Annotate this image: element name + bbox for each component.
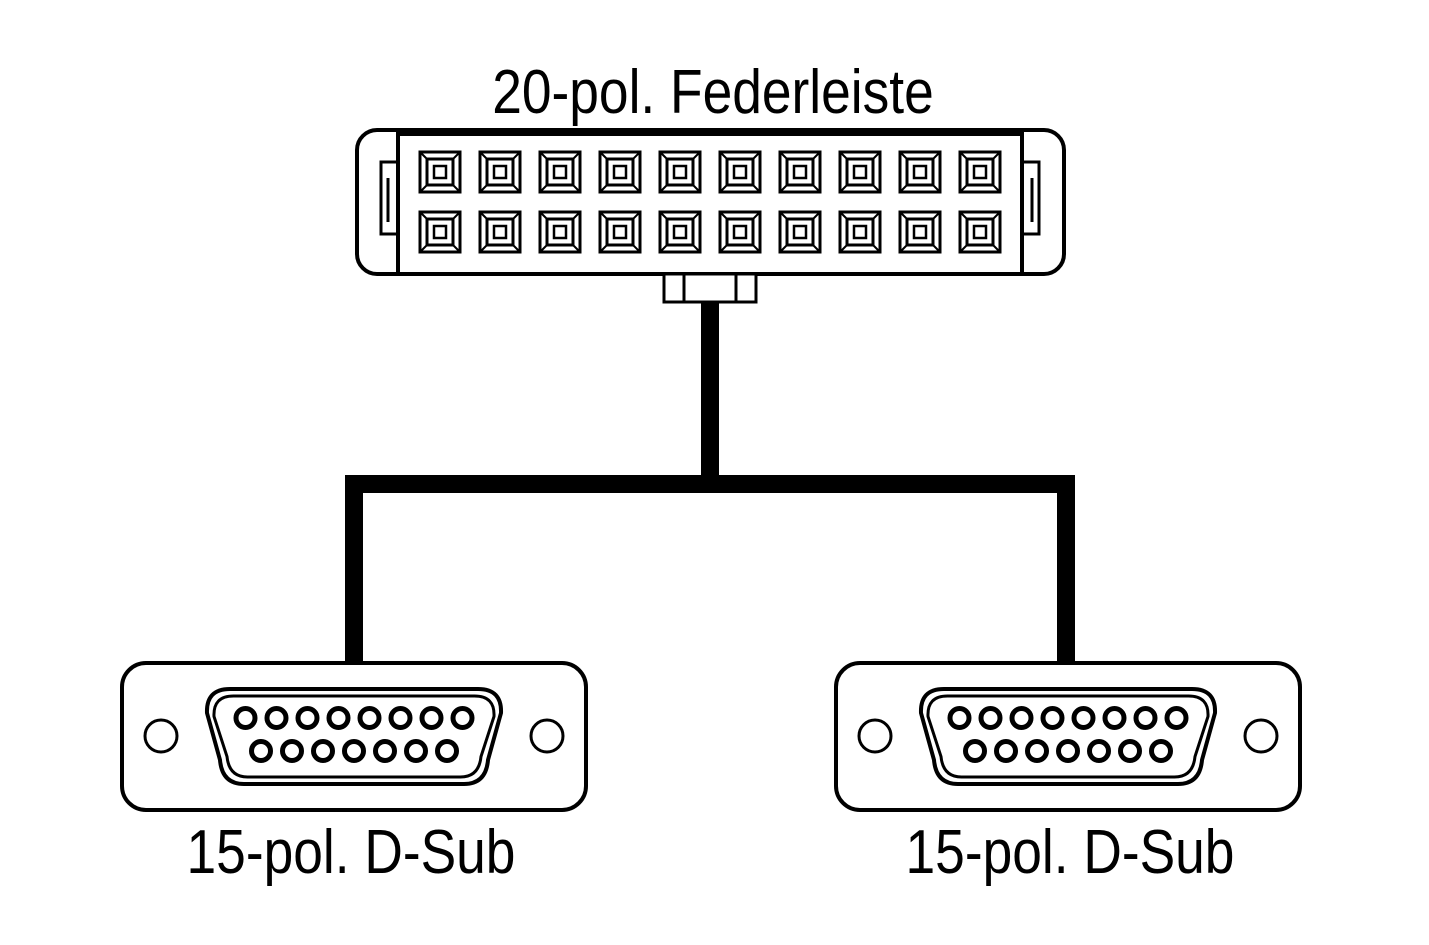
- dsub-pin: [1087, 739, 1111, 763]
- dsub-pin: [947, 706, 972, 730]
- dsub-pin: [373, 739, 397, 763]
- dsub-pin: [1009, 706, 1034, 730]
- header-pin: [958, 210, 1002, 254]
- dsub-pin: [264, 706, 289, 730]
- dsub-pin: [233, 706, 258, 730]
- header-pin: [478, 150, 522, 194]
- mounting-hole: [529, 718, 565, 754]
- dsub-pin: [388, 706, 413, 730]
- header-pin: [598, 210, 642, 254]
- header-pin: [898, 210, 942, 254]
- dsub-connector-right: [834, 661, 1302, 812]
- dsub-shell-outer: [204, 687, 504, 786]
- header-pin: [658, 210, 702, 254]
- dsub-pin: [1025, 739, 1049, 763]
- header-pin: [838, 150, 882, 194]
- dsub-pin: [326, 706, 351, 730]
- dsub-pin: [1056, 739, 1080, 763]
- header-pin: [778, 210, 822, 254]
- dsub-pin: [280, 739, 304, 763]
- cable-branches: [345, 475, 1075, 666]
- header-connector-20-pin: [355, 128, 1066, 304]
- header-pin: [718, 210, 762, 254]
- dsub-pin: [342, 739, 366, 763]
- dsub-pin: [1149, 739, 1173, 763]
- dsub-shell-outer: [918, 687, 1218, 786]
- mounting-hole: [143, 718, 179, 754]
- dsub-pin: [357, 706, 382, 730]
- top-connector-label: 20-pol. Federleiste: [492, 58, 934, 127]
- dsub-pin: [450, 706, 475, 730]
- left-connector-label: 15-pol. D-Sub: [187, 818, 516, 887]
- header-pin: [418, 150, 462, 194]
- dsub-pin: [1133, 706, 1158, 730]
- header-pin: [598, 150, 642, 194]
- dsub-connector-left: [120, 661, 588, 812]
- dsub-pin: [311, 739, 335, 763]
- dsub-pin: [419, 706, 444, 730]
- header-left-latch: [379, 160, 398, 236]
- header-pin: [658, 150, 702, 194]
- y-cable: [345, 302, 1075, 666]
- dsub-shell-inner: [212, 694, 496, 779]
- dsub-pin: [404, 739, 428, 763]
- header-pin: [418, 210, 462, 254]
- right-connector-label: 15-pol. D-Sub: [906, 818, 1235, 887]
- dsub-pin: [994, 739, 1018, 763]
- mounting-hole: [1243, 718, 1279, 754]
- dsub-pin: [1102, 706, 1127, 730]
- dsub-pin: [435, 739, 459, 763]
- dsub-pin: [1071, 706, 1096, 730]
- header-pin: [898, 150, 942, 194]
- dsub-pin: [1040, 706, 1065, 730]
- dsub-pin: [978, 706, 1003, 730]
- header-pin: [838, 210, 882, 254]
- dsub-pin: [295, 706, 320, 730]
- header-body: [355, 128, 1066, 276]
- dsub-pin: [963, 739, 987, 763]
- header-key-tab: [662, 272, 758, 304]
- dsub-shell-inner: [926, 694, 1210, 779]
- header-pin: [538, 150, 582, 194]
- header-right-latch: [1022, 160, 1041, 236]
- header-pin: [718, 150, 762, 194]
- dsub-pin: [1118, 739, 1142, 763]
- header-pin-grid: [418, 150, 1002, 254]
- dsub-pin: [249, 739, 273, 763]
- header-pin: [778, 150, 822, 194]
- header-pin: [958, 150, 1002, 194]
- header-pin: [538, 210, 582, 254]
- mounting-hole: [857, 718, 893, 754]
- dsub-pin: [1164, 706, 1189, 730]
- header-pin: [478, 210, 522, 254]
